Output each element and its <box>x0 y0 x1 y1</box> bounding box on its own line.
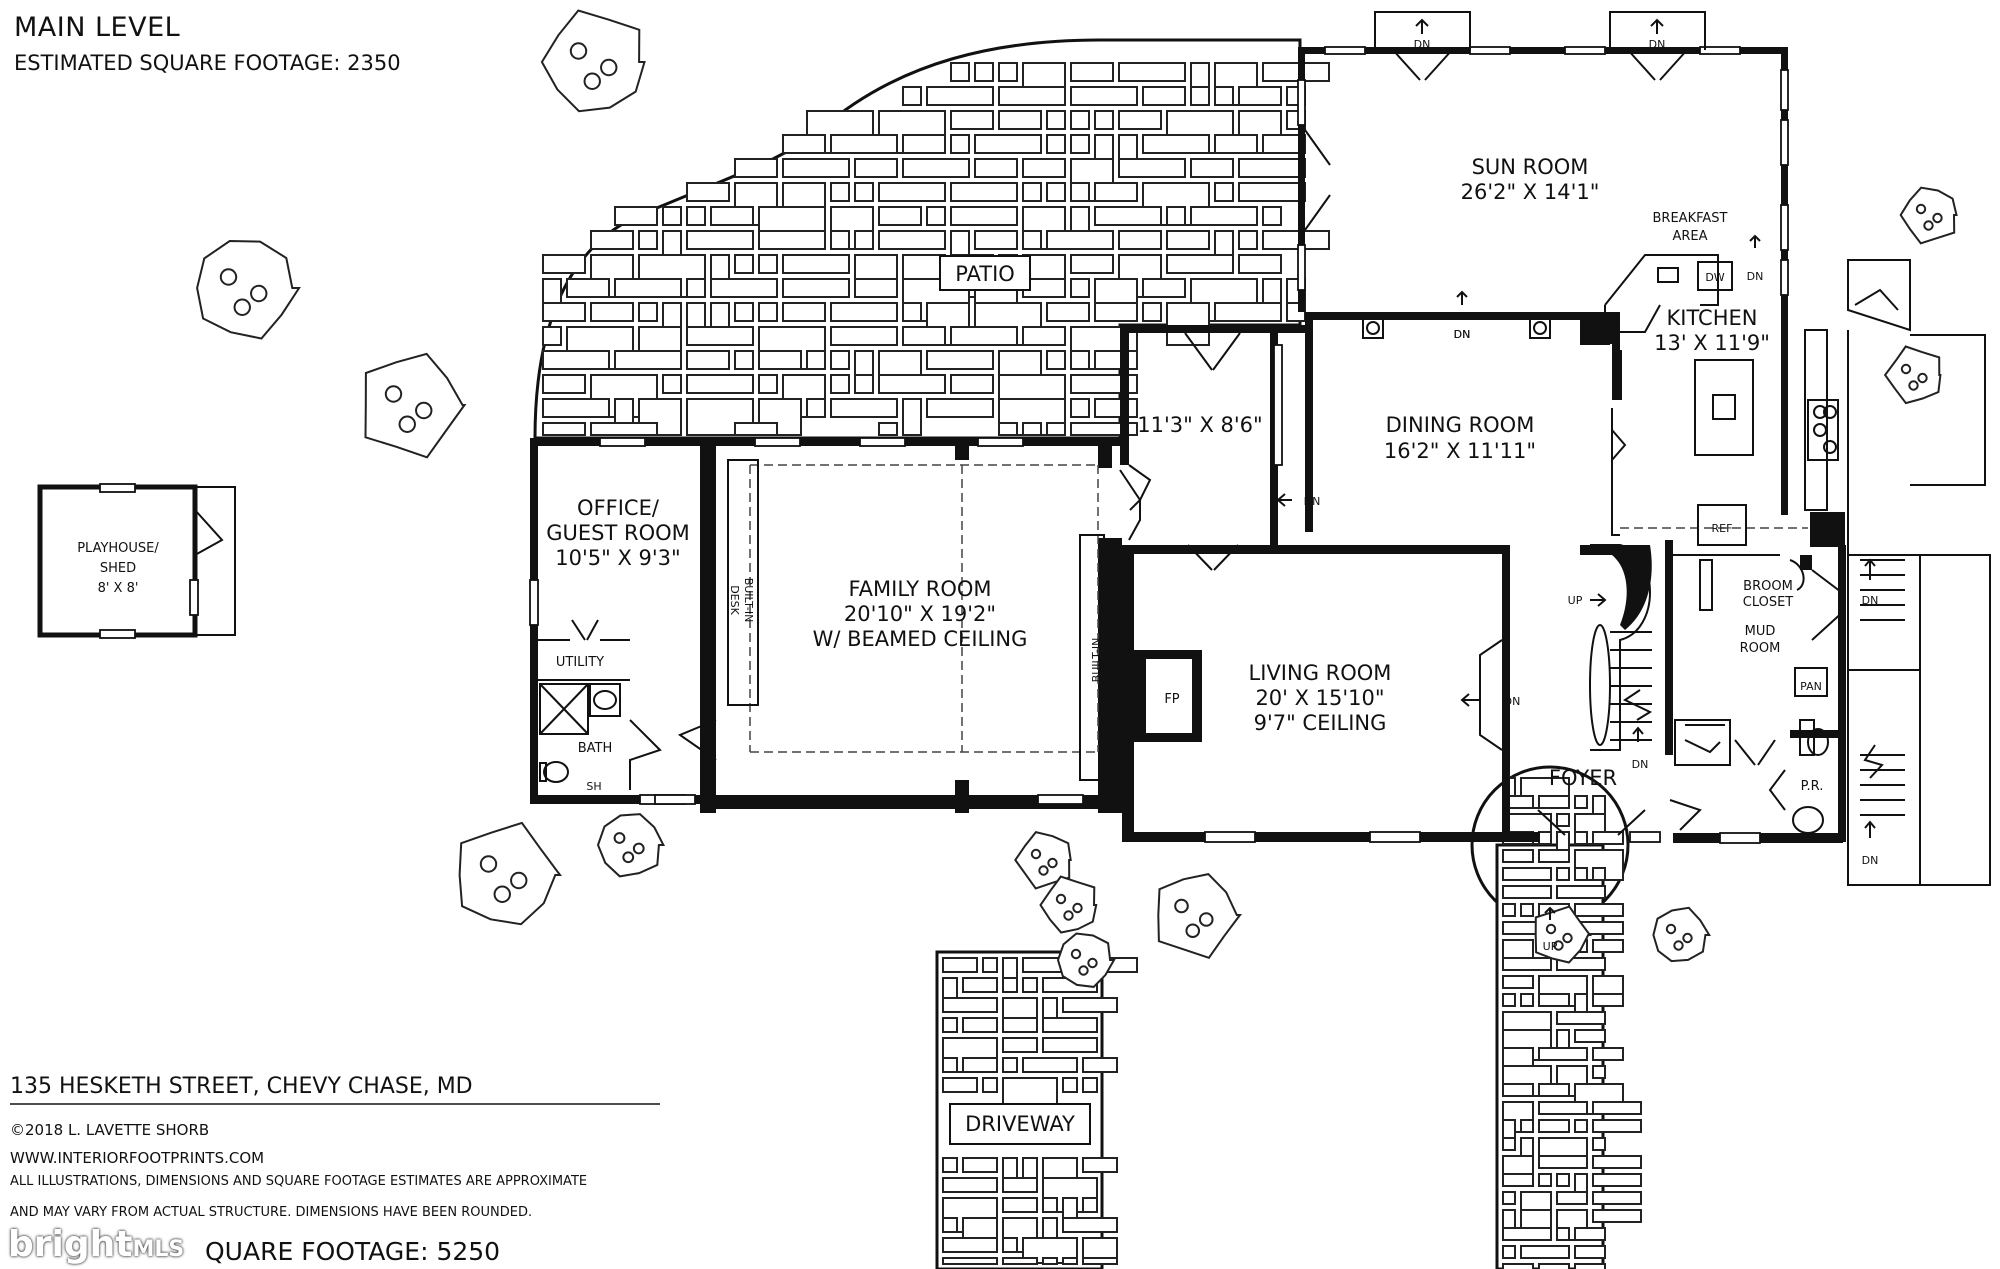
patio-label: PATIO <box>955 262 1015 286</box>
tree <box>1056 932 1116 988</box>
dn-marker: DN <box>1504 695 1521 708</box>
front-walk <box>1470 765 1642 1269</box>
dw-label: DW <box>1705 271 1724 284</box>
mud-room-line1: MUD <box>1745 624 1776 639</box>
tree <box>1014 830 1072 890</box>
breakfast-label-line2: AREA <box>1672 229 1707 244</box>
driveway-label: DRIVEWAY <box>965 1112 1075 1136</box>
property-address: 135 HESKETH STREET, CHEVY CHASE, MD <box>10 1074 473 1099</box>
bath-label: BATH <box>578 741 613 756</box>
family-room: BUILT-IN DESK BUILT-IN DESK FAMILY ROOM … <box>654 437 1142 813</box>
sun-room-name: SUN ROOM <box>1472 155 1589 179</box>
family-room-dimensions: 20'10" X 19'2" <box>844 602 996 626</box>
small-room: 11'3" X 8'6" DN <box>1120 325 1321 571</box>
tree <box>1652 906 1711 963</box>
family-room-ceiling-note: W/ BEAMED CEILING <box>813 627 1028 651</box>
tree <box>1883 345 1942 405</box>
built-in-desk-label: DESK <box>1102 644 1115 674</box>
total-square-footage: QUARE FOOTAGE: 5250 <box>205 1237 500 1266</box>
living-room-name: LIVING ROOM <box>1249 661 1392 685</box>
tree <box>1534 905 1592 964</box>
exterior-stairs: DN DN <box>1847 259 1991 886</box>
office-guest-room: OFFICE/ GUEST ROOM 10'5" X 9'3" UTILITY … <box>529 437 700 805</box>
mud-room-area: BROOM CLOSET MUD ROOM PAN P.R. <box>1665 540 1846 844</box>
kitchen-dimensions: 13' X 11'9" <box>1654 331 1770 355</box>
tree <box>458 821 562 926</box>
tree <box>364 352 467 459</box>
small-room-dimensions: 11'3" X 8'6" <box>1137 413 1262 437</box>
patio-paving <box>533 38 1330 440</box>
tree <box>1899 186 1958 245</box>
sun-room-dimensions: 26'2" X 14'1" <box>1461 180 1600 204</box>
office-label-line1: OFFICE/ <box>577 496 660 520</box>
kitchen-name: KITCHEN <box>1667 306 1758 330</box>
office-dimensions: 10'5" X 9'3" <box>555 546 680 570</box>
dn-marker: DN <box>1632 758 1649 771</box>
broom-closet-line1: BROOM <box>1743 579 1793 594</box>
level-title: MAIN LEVEL <box>14 12 180 43</box>
dn-marker: DN <box>1862 854 1879 867</box>
tree <box>1039 875 1098 934</box>
kitchen: DW KITCHEN 13' X 11'9" REF <box>1580 254 1845 547</box>
tree <box>596 813 666 878</box>
living-room-ceiling-note: 9'7" CEILING <box>1254 711 1387 735</box>
dn-marker: DN <box>1454 328 1471 341</box>
dn-marker: DN <box>1304 495 1321 508</box>
sh-label: SH <box>586 780 601 793</box>
dn-marker: DN <box>1747 270 1764 283</box>
copyright-notice: ©2018 L. LAVETTE SHORB <box>10 1121 209 1139</box>
built-in-desk-label: BUILT-IN <box>742 578 755 623</box>
up-marker: UP <box>1568 594 1583 607</box>
website: WWW.INTERIORFOOTPRINTS.COM <box>10 1149 264 1167</box>
fp-label: FP <box>1164 692 1179 707</box>
trees <box>196 9 1958 988</box>
driveway: DRIVEWAY <box>935 950 1138 1269</box>
dn-marker: DN <box>1862 594 1879 607</box>
up-marker: UP <box>1543 940 1558 953</box>
disclaimer-line2: AND MAY VARY FROM ACTUAL STRUCTURE. DIME… <box>10 1205 532 1220</box>
playhouse-label-line2: SHED <box>100 561 136 576</box>
built-in-desk-label: DESK <box>728 585 741 615</box>
playhouse-label-line1: PLAYHOUSE/ <box>77 541 159 556</box>
foyer: UP FOYER DN UP <box>1510 544 1661 953</box>
pan-label: PAN <box>1800 680 1822 693</box>
living-room-dimensions: 20' X 15'10" <box>1255 686 1384 710</box>
fireplace: FP <box>1122 650 1202 742</box>
dining-room-dimensions: 16'2" X 11'11" <box>1384 439 1536 463</box>
playhouse-shed: PLAYHOUSE/ SHED 8' X 8' <box>37 483 236 639</box>
mls-watermark: brightMLS <box>8 1224 184 1265</box>
broom-closet-line2: CLOSET <box>1743 595 1794 610</box>
playhouse-dimensions: 8' X 8' <box>98 581 139 596</box>
dn-marker: DN <box>1649 38 1666 51</box>
watermark-brand: bright <box>8 1224 133 1265</box>
ref-label: REF <box>1712 522 1733 535</box>
mud-room-line2: ROOM <box>1740 641 1781 656</box>
dn-marker: DN <box>1454 328 1471 341</box>
living-room: DN LIVING ROOM 20' X 15'10" 9'7" CEILING <box>1122 545 1521 843</box>
estimated-square-footage: ESTIMATED SQUARE FOOTAGE: 2350 <box>14 51 401 75</box>
disclaimer-line1: ALL ILLUSTRATIONS, DIMENSIONS AND SQUARE… <box>10 1174 587 1189</box>
tree <box>196 239 301 340</box>
tree <box>540 9 646 113</box>
dn-marker: DN <box>1414 38 1431 51</box>
watermark-suffix: MLS <box>132 1237 185 1262</box>
built-in-desk-label: BUILT-IN <box>1090 638 1103 683</box>
utility-label: UTILITY <box>556 655 604 670</box>
powder-room-label: P.R. <box>1801 779 1824 794</box>
dining-room-name: DINING ROOM <box>1386 413 1535 437</box>
family-room-name: FAMILY ROOM <box>848 577 991 601</box>
breakfast-label-line1: BREAKFAST <box>1653 211 1728 226</box>
foyer-label: FOYER <box>1549 766 1617 790</box>
tree <box>1157 873 1242 959</box>
dining-room: DN DINING ROOM 16'2" X 11'11" <box>1305 312 1620 532</box>
office-label-line2: GUEST ROOM <box>546 521 690 545</box>
sun-room: DN DN SUN ROOM 26'2" X 14'1" BREAKFAST A… <box>1297 11 1789 341</box>
